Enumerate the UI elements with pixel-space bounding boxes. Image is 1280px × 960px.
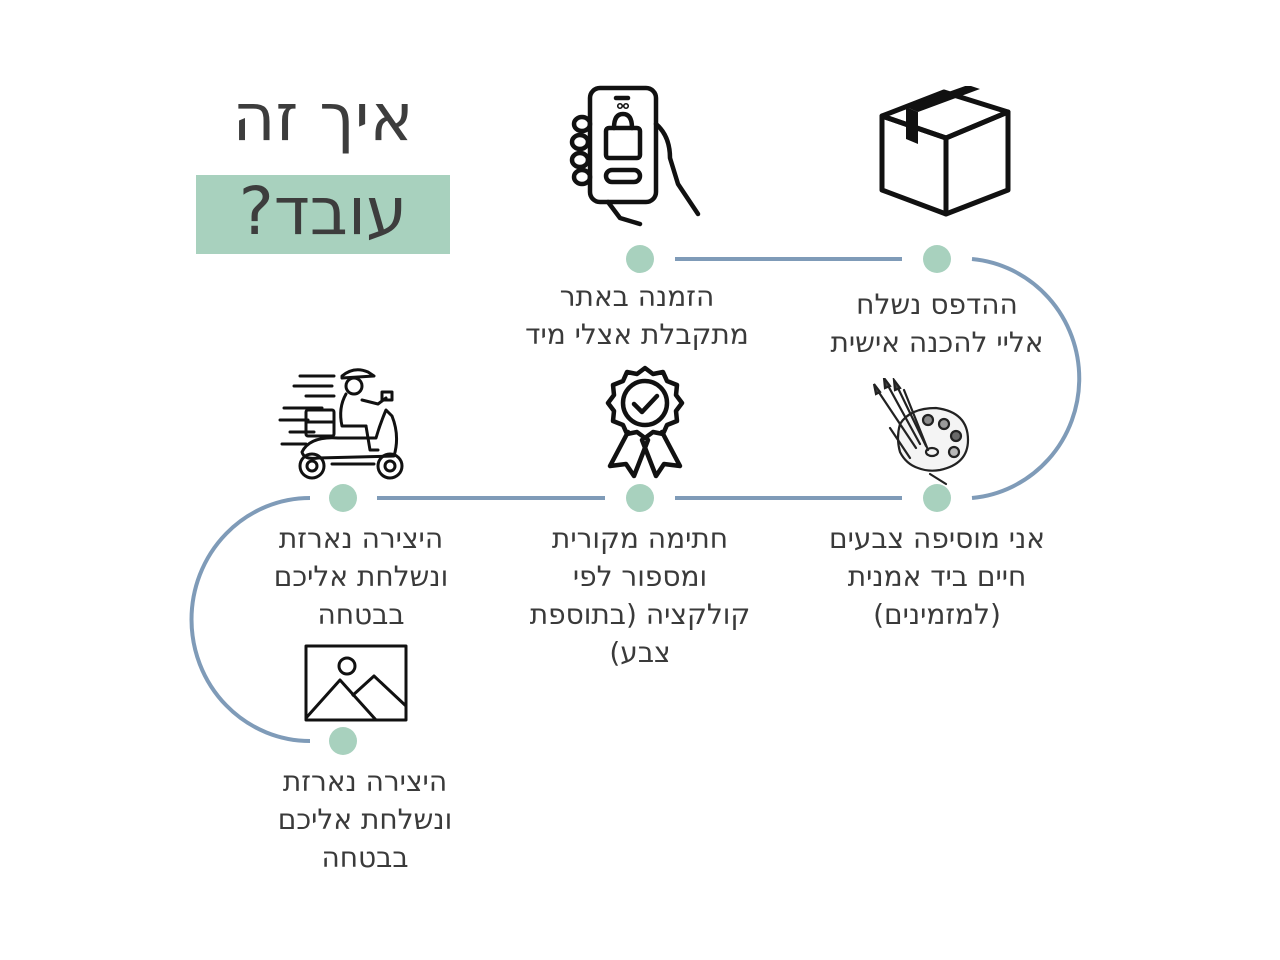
- image-placeholder-icon: [304, 644, 408, 722]
- page-title-line1: איך זה: [232, 79, 414, 156]
- phone-shopping-icon: [569, 85, 701, 227]
- step-5-label: היצירה נארזת ונשלחת אליכם בבטחה: [273, 522, 449, 631]
- timeline-dot-2: [626, 245, 654, 273]
- step-3-label: אני מוסיפה צבעים חיים ביד אמנית (למזמיני…: [828, 522, 1045, 631]
- timeline-dot-3: [923, 484, 951, 512]
- step-4-label: חתימה מקורית ומספור לפי קולקציה (בתוספת …: [529, 522, 751, 669]
- timeline-dot-1: [923, 245, 951, 273]
- delivery-scooter-icon: [278, 368, 404, 480]
- step-1-label: ההדפס נשלח אליי להכנה אישית: [830, 288, 1044, 359]
- timeline-curve-left: [189, 496, 311, 743]
- timeline-dot-6: [329, 727, 357, 755]
- step-2-label: הזמנה באתר מתקבלת אצלי מיד: [525, 280, 749, 351]
- title-highlight-box: [196, 175, 450, 254]
- box-icon: [879, 86, 1011, 217]
- paint-palette-icon: [872, 378, 970, 486]
- timeline-dot-4: [626, 484, 654, 512]
- page-title-line2: עובד?: [238, 173, 408, 250]
- timeline-dot-5: [329, 484, 357, 512]
- certificate-badge-icon: [605, 365, 685, 479]
- step-6-label: היצירה נארזת ונשלחת אליכם בבטחה: [277, 765, 453, 874]
- timeline-curve-right: [971, 257, 1082, 500]
